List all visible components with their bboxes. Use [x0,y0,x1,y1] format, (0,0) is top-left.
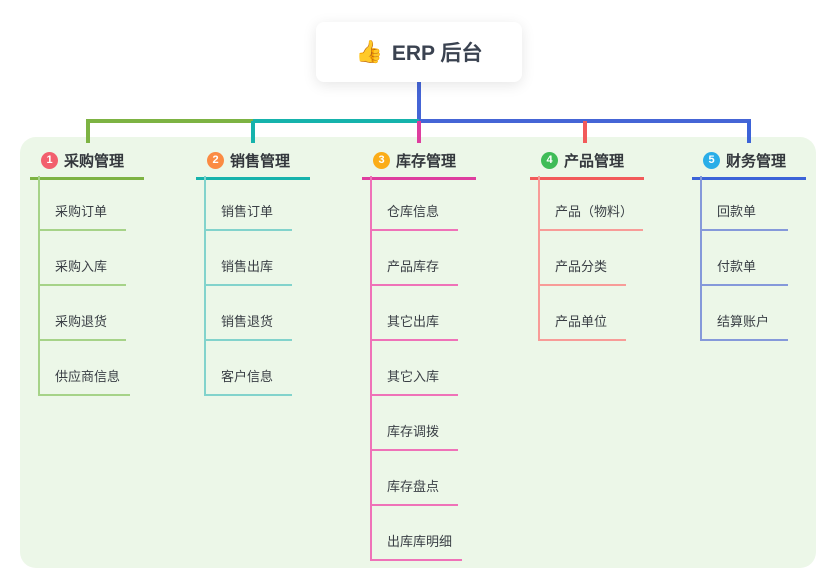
connector-drop-line [417,121,421,143]
branch-3: 3 库存管理 仓库信息产品库存其它出库其它入库库存调拨库存盘点出库库明细 [362,145,512,561]
branch-1: 1 采购管理 采购订单采购入库采购退货供应商信息 [30,145,180,396]
sub-item[interactable]: 回款单 [700,203,788,231]
branch-label: 财务管理 [726,153,787,170]
connector-drop-line [251,121,255,143]
branch-number-badge: 3 [373,152,390,169]
branch-label: 采购管理 [64,153,125,170]
sub-item[interactable]: 产品分类 [538,258,626,286]
branch-number-badge: 5 [703,152,720,169]
branch-label: 销售管理 [230,153,291,170]
branch-label: 产品管理 [564,153,625,170]
sub-item[interactable]: 出库库明细 [370,533,463,561]
branch-number-badge: 4 [541,152,558,169]
branch-header-2[interactable]: 2 销售管理 [196,145,310,180]
sub-item[interactable]: 产品库存 [370,258,458,286]
root-connector-line [417,82,421,119]
branch-trunk-line [700,176,702,341]
root-node[interactable]: 👍 ERP 后台 [316,22,522,82]
sub-item[interactable]: 产品（物料） [538,203,644,231]
sub-item[interactable]: 库存盘点 [370,478,458,506]
branch-number-badge: 2 [207,152,224,169]
branch-4: 4 产品管理 产品（物料） 产品分类产品单位 [530,145,680,341]
connector-drop-line [583,121,587,143]
sub-item[interactable]: 供应商信息 [38,368,131,396]
branch-2: 2 销售管理 销售订单销售出库销售退货客户信息 [196,145,346,396]
connector-line [253,119,419,123]
branches-panel [20,137,816,568]
sub-item[interactable]: 销售订单 [204,203,292,231]
sub-item[interactable]: 客户信息 [204,368,292,396]
sub-item[interactable]: 付款单 [700,258,788,286]
sub-item[interactable]: 产品单位 [538,313,626,341]
branch-trunk-line [538,176,540,341]
branch-trunk-line [370,176,372,561]
sub-item[interactable]: 采购入库 [38,258,126,286]
branch-header-4[interactable]: 4 产品管理 [530,145,644,180]
branch-number-badge: 1 [41,152,58,169]
sub-item[interactable]: 仓库信息 [370,203,458,231]
sub-item[interactable]: 其它入库 [370,368,458,396]
branch-label: 库存管理 [396,153,457,170]
sub-item[interactable]: 结算账户 [700,313,788,341]
sub-item[interactable]: 其它出库 [370,313,458,341]
sub-item[interactable]: 销售退货 [204,313,292,341]
connector-drop-line [86,121,90,143]
branch-header-1[interactable]: 1 采购管理 [30,145,144,180]
branch-trunk-line [38,176,40,396]
sub-item[interactable]: 销售出库 [204,258,292,286]
branch-header-5[interactable]: 5 财务管理 [692,145,806,180]
connector-drop-line [747,121,751,143]
sub-item[interactable]: 库存调拨 [370,423,458,451]
branch-header-3[interactable]: 3 库存管理 [362,145,476,180]
sub-item[interactable]: 采购退货 [38,313,126,341]
branch-trunk-line [204,176,206,396]
connector-line [86,119,253,123]
thumbs-up-icon: 👍 [355,39,383,64]
branch-5: 5 财务管理 回款单付款单结算账户 [692,145,839,341]
sub-item[interactable]: 采购订单 [38,203,126,231]
root-node-label: ERP 后台 [391,42,483,65]
